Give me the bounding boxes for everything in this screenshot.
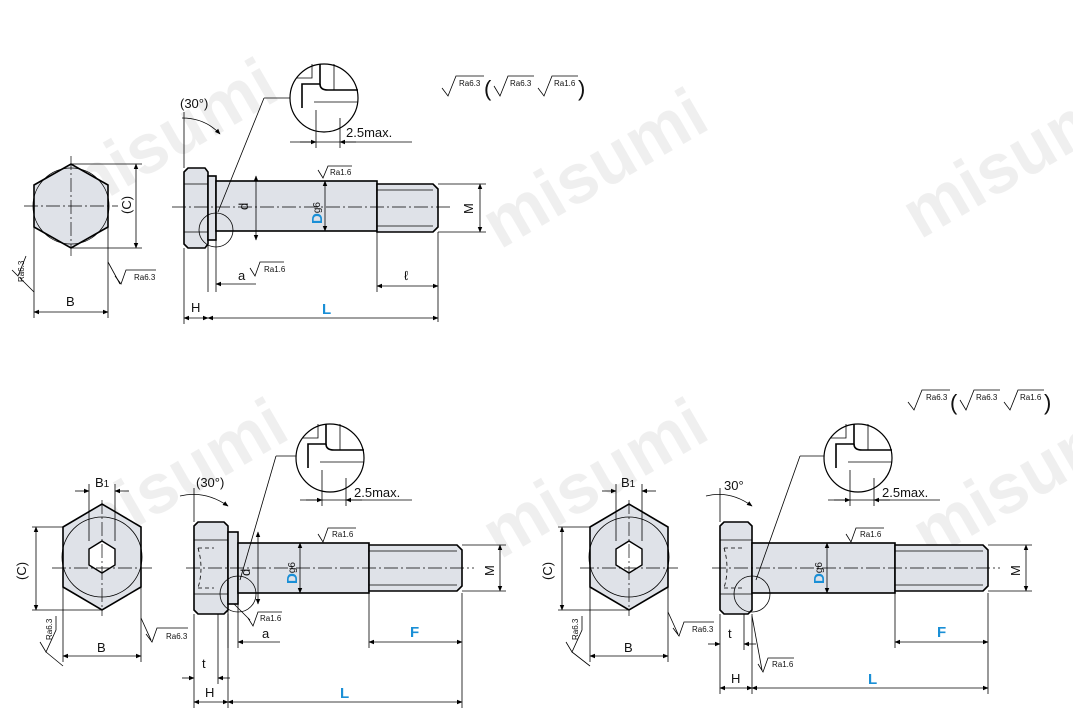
angle-label-top: (30°) xyxy=(180,96,208,111)
legend-bottom-open: ( xyxy=(950,390,958,415)
roughness-symbol-hex-left: Ra6.3 xyxy=(11,255,35,293)
dim-h-label-top: H xyxy=(191,300,200,315)
dim-m-label-bl: M xyxy=(482,565,497,576)
dim-h-label-br: H xyxy=(731,671,740,686)
roughness-shank-top-label: Ra1.6 xyxy=(330,168,352,177)
dim-b-label-bl: B xyxy=(97,640,106,655)
dim-dg6-label-top: Dg6 xyxy=(309,202,326,224)
legend-top-r16: Ra1.6 xyxy=(554,79,576,88)
dim-dg6-label-br: Dg6 xyxy=(811,562,828,584)
roughness-shank-bl-label: Ra1.6 xyxy=(332,530,354,539)
bottom-left-bolt-side-view: d Dg6 Ra1.6 M F a Ra1.6 xyxy=(179,455,506,708)
top-hex-end-view: (C) B Ra6.3 Ra6.3 xyxy=(11,156,156,318)
legend-top-r63-2: Ra6.3 xyxy=(510,79,532,88)
bottom-right-hex-end-view: B1 (C) B Ra6.3 Ra6.3 xyxy=(540,475,714,667)
max-label-bl: 2.5max. xyxy=(354,485,400,500)
dim-b1-b-br: B xyxy=(621,475,630,490)
roughness-symbol-bl-hex-left: Ra6.3 xyxy=(39,616,64,667)
dim-l-label-bl: L xyxy=(340,685,349,702)
dim-t-label-bl: t xyxy=(202,656,206,671)
roughness-symbol-br-hex-left: Ra6.3 xyxy=(565,616,591,667)
max-label-br: 2.5max. xyxy=(882,485,928,500)
roughness-a-bl-label: Ra1.6 xyxy=(260,614,282,623)
roughness-hex-left-label: Ra6.3 xyxy=(17,260,26,282)
top-bolt-side-view: d Dg6 Ra1.6 M ℓ a Ra1.6 H L xyxy=(172,96,486,324)
legend-top-open: ( xyxy=(484,76,492,101)
dim-dg6-d-bl: D xyxy=(284,573,301,584)
dim-b-label-br: B xyxy=(624,640,633,655)
roughness-legend-bottom: Ra6.3 ( Ra6.3 Ra1.6 ) xyxy=(907,389,1051,415)
dim-l-label-br: L xyxy=(868,671,877,688)
roughness-h-br-label: Ra1.6 xyxy=(772,660,794,669)
roughness-legend-top: Ra6.3 ( Ra6.3 Ra1.6 ) xyxy=(441,75,585,101)
legend-top-r63-1: Ra6.3 xyxy=(459,79,481,88)
dim-l-label-top: ℓ xyxy=(404,268,409,283)
dim-b1-label-br: B1 xyxy=(621,475,636,490)
roughness-bl-hex-left-label: Ra6.3 xyxy=(45,618,54,640)
dim-t-label-br: t xyxy=(728,626,732,641)
dim-dg6-g6-br: g6 xyxy=(814,562,825,574)
watermark-text-2: misumi xyxy=(469,73,720,263)
roughness-symbol-hex-right: Ra6.3 xyxy=(107,261,156,285)
max-label-top: 2.5max. xyxy=(346,125,392,140)
roughness-symbol-bl-hex-right: Ra6.3 xyxy=(140,617,188,643)
roughness-a-top-label: Ra1.6 xyxy=(264,265,286,274)
roughness-symbol-a-top: Ra1.6 xyxy=(249,261,286,277)
dim-dg6-g6-bl: g6 xyxy=(287,562,298,574)
dim-f-label-bl: F xyxy=(410,624,419,641)
dim-dg6-d: D xyxy=(309,213,326,224)
dim-f-label-br: F xyxy=(937,624,946,641)
roughness-symbol-a-bl: Ra1.6 xyxy=(233,603,282,627)
roughness-shank-br-label: Ra1.6 xyxy=(860,530,882,539)
bottom-right-bolt-side-view: Dg6 Ra1.6 M F t Ra1.6 H L xyxy=(705,455,1032,694)
roughness-symbol-h-br: Ra1.6 xyxy=(751,615,794,673)
dim-m-label-top: M xyxy=(461,203,476,214)
legend-bottom-r63-2: Ra6.3 xyxy=(976,393,998,402)
dim-a-label-top: a xyxy=(238,268,246,283)
dim-b1-label-bl: B1 xyxy=(95,475,110,490)
roughness-br-hex-left-label: Ra6.3 xyxy=(571,618,580,640)
roughness-symbol-shank-br: Ra1.6 xyxy=(845,527,884,543)
angle-label-bl: (30°) xyxy=(196,475,224,490)
dim-dg6-g6: g6 xyxy=(312,202,323,214)
dim-m-label-br: M xyxy=(1008,565,1023,576)
legend-bottom-r63-1: Ra6.3 xyxy=(926,393,948,402)
roughness-symbol-shank-bl: Ra1.6 xyxy=(317,527,356,543)
dim-b1-b-bl: B xyxy=(95,475,104,490)
dim-h-label-bl: H xyxy=(205,685,214,700)
roughness-hex-right-label: Ra6.3 xyxy=(134,273,156,282)
dim-dg6-d-br: D xyxy=(811,573,828,584)
legend-bottom-r16: Ra1.6 xyxy=(1020,393,1042,402)
dim-d-label-top: d xyxy=(236,203,251,210)
roughness-br-hex-right-label: Ra6.3 xyxy=(692,625,714,634)
dim-c-label: (C) xyxy=(119,196,134,214)
dim-b1-sub-br: 1 xyxy=(630,479,636,490)
bottom-left-hex-end-view: B1 (C) B Ra6.3 Ra6.3 xyxy=(14,475,188,667)
dim-d-label-bl: d xyxy=(238,569,253,576)
dim-c-label-br: (C) xyxy=(540,562,555,580)
dim-dg6-label-bl: Dg6 xyxy=(284,562,301,584)
bottom-left-detail-view: 2.5max. xyxy=(295,423,412,506)
top-detail-view: 2.5max. xyxy=(289,63,412,148)
angle-label-br: 30° xyxy=(724,478,744,493)
dim-c-label-bl: (C) xyxy=(14,562,29,580)
dim-b1-sub-bl: 1 xyxy=(104,479,110,490)
bottom-right-detail-view: 2.5max. xyxy=(823,423,940,506)
watermark-text-3: misumi xyxy=(889,63,1073,253)
dim-a-label-bl: a xyxy=(262,626,270,641)
dim-b-label: B xyxy=(66,294,75,309)
legend-top-close: ) xyxy=(578,76,585,101)
legend-bottom-close: ) xyxy=(1044,390,1051,415)
roughness-symbol-shank-top: Ra1.6 xyxy=(317,165,352,179)
roughness-symbol-br-hex-right: Ra6.3 xyxy=(667,611,714,637)
roughness-bl-hex-right-label: Ra6.3 xyxy=(166,632,188,641)
dim-l-total-label-top: L xyxy=(322,301,331,318)
